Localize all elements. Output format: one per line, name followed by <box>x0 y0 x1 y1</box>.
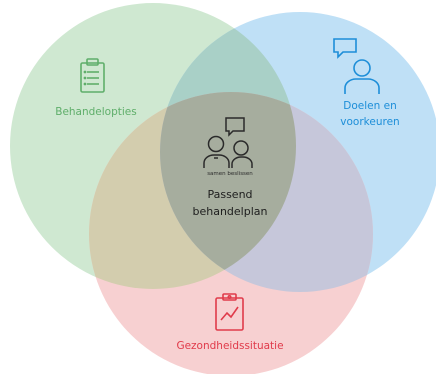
person-speech-bubble-icon <box>333 38 380 94</box>
behandelopties-label: Behandelopties <box>55 106 137 118</box>
gezondheidssituatie-label: Gezondheidssituatie <box>176 340 284 352</box>
clipboard-chart-icon <box>215 293 244 331</box>
two-people-speech-bubble-icon <box>203 117 253 168</box>
passend-label-line1: Passend <box>207 188 253 201</box>
clipboard-list-icon <box>80 58 105 93</box>
doelen-label-line1: Doelen en <box>343 100 397 112</box>
passend-label-line2: behandelplan <box>192 205 268 218</box>
samen-beslissen-caption: samen beslissen <box>207 171 253 177</box>
center-overlap <box>160 92 296 289</box>
doelen-label-line2: voorkeuren <box>340 116 400 128</box>
